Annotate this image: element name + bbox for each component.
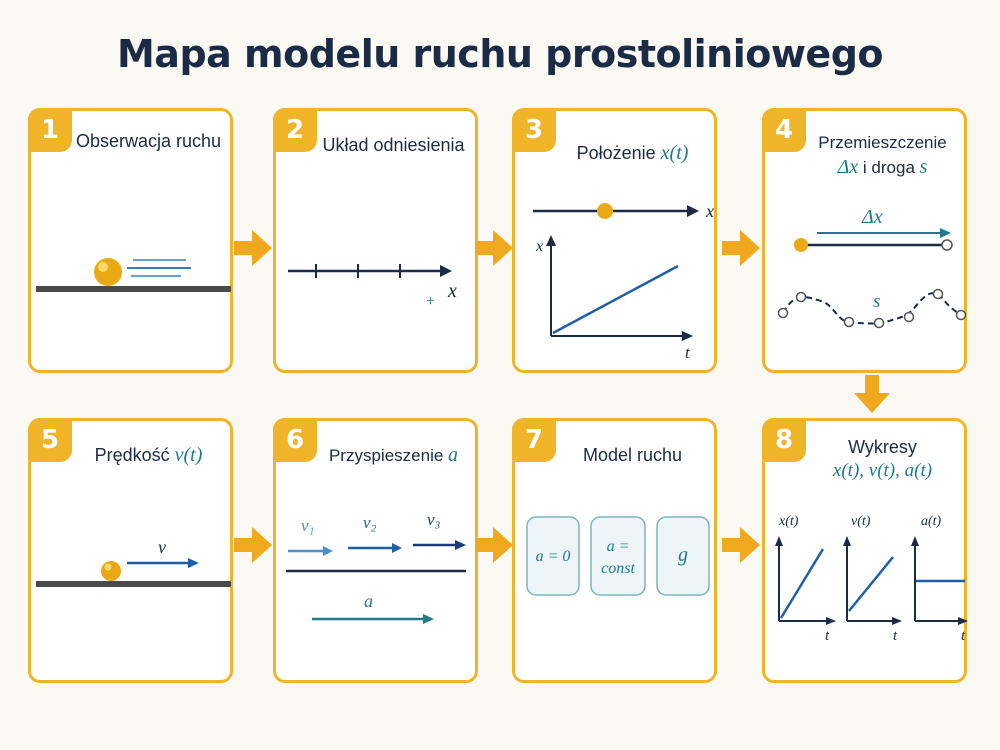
model-box-zero bbox=[526, 516, 580, 596]
step-title: Przyspieszenie a bbox=[320, 443, 467, 468]
step-title: Układ odniesienia bbox=[320, 133, 467, 157]
ball-icon bbox=[101, 561, 121, 581]
graph-y-label: x(t) bbox=[778, 514, 799, 529]
graph-y-label: x bbox=[535, 238, 543, 255]
acceleration-label: a bbox=[364, 591, 373, 611]
step-card-3: 3 Położenie x(t) x x t bbox=[512, 108, 717, 373]
step-number-badge: 3 bbox=[512, 108, 556, 152]
flow-arrow-right bbox=[234, 230, 272, 266]
velocity-label: v bbox=[158, 537, 166, 557]
step-title-text: Wykresy bbox=[848, 437, 917, 457]
step-card-2: 2 Układ odniesienia + x bbox=[273, 108, 478, 373]
step-title-math: x(t) bbox=[660, 142, 689, 164]
step-title-text: Układ odniesienia bbox=[322, 135, 465, 155]
step-card-1: 1 Obserwacja ruchu bbox=[28, 108, 233, 373]
graph-x-label: t bbox=[685, 343, 691, 362]
step-card-7: 7 Model ruchu a = 0 a = const g bbox=[512, 418, 717, 683]
reference-axis-illustration: + x bbox=[288, 264, 457, 310]
displacement-illustration: Δx s bbox=[777, 206, 967, 329]
displacement-label: Δx bbox=[861, 206, 883, 228]
step-title: Model ruchu bbox=[559, 443, 706, 467]
step-title-math: v(t) bbox=[174, 444, 203, 466]
axis-label: x bbox=[705, 201, 714, 221]
flow-arrow-right bbox=[722, 230, 760, 266]
step-title-text: Obserwacja ruchu bbox=[75, 131, 222, 151]
svg-text:a =: a = bbox=[607, 538, 630, 555]
flow-arrow-right bbox=[475, 230, 513, 266]
graph-x-label: t bbox=[893, 628, 898, 644]
graph-y-label: v(t) bbox=[851, 514, 871, 529]
step-card-4: 4 Przemieszczenie Δx i droga s Δx s bbox=[762, 108, 967, 373]
position-illustration: x x t bbox=[533, 201, 714, 362]
step-number-badge: 8 bbox=[762, 418, 806, 462]
ball-icon bbox=[597, 203, 613, 219]
step-title-text: Przemieszczenie bbox=[818, 133, 947, 152]
graphs-illustration: x(t) t v(t) t a(t) t bbox=[775, 514, 968, 644]
step-title-text: Model ruchu bbox=[582, 445, 683, 465]
flow-arrow-right bbox=[475, 527, 513, 563]
v2-label: v₂ bbox=[363, 513, 377, 532]
step-number-badge: 2 bbox=[273, 108, 317, 152]
step-number-badge: 1 bbox=[28, 108, 72, 152]
v1-label: v₁ bbox=[301, 516, 314, 535]
step-title-text: Przyspieszenie bbox=[328, 446, 444, 465]
model-box-const bbox=[590, 516, 646, 596]
step-title-math: a bbox=[448, 444, 459, 466]
step-title-text: Położenie bbox=[576, 143, 656, 163]
step-title-text: Prędkość bbox=[94, 445, 170, 465]
step-title-math: Δx bbox=[837, 156, 859, 178]
step-title: Położenie x(t) bbox=[559, 141, 706, 165]
svg-text:const: const bbox=[601, 560, 635, 577]
step-title-text: i droga bbox=[862, 158, 915, 177]
ball-icon bbox=[794, 238, 808, 252]
model-box-label: g bbox=[678, 544, 688, 566]
acceleration-illustration: v₁ v₂ v₃ a bbox=[286, 510, 466, 624]
step-number-badge: 6 bbox=[273, 418, 317, 462]
step-title: Prędkość v(t) bbox=[75, 443, 222, 467]
step-title: Wykresy x(t), v(t), a(t) bbox=[809, 435, 956, 483]
page-title: Mapa modelu ruchu prostoliniowego bbox=[116, 32, 884, 76]
step-title-math: x(t), v(t), a(t) bbox=[832, 460, 933, 481]
step-title-math: s bbox=[919, 156, 928, 178]
model-box-gravity bbox=[656, 516, 710, 596]
graph-y-label: a(t) bbox=[921, 514, 942, 529]
step-card-8: 8 Wykresy x(t), v(t), a(t) x(t) t v(t) t… bbox=[762, 418, 968, 683]
step-number-badge: 7 bbox=[512, 418, 556, 462]
v3-label: v₃ bbox=[427, 510, 441, 529]
step-number-badge: 5 bbox=[28, 418, 72, 462]
axis-label: x bbox=[447, 280, 457, 302]
path-label: s bbox=[873, 291, 880, 312]
graph-x-label: t bbox=[825, 628, 830, 644]
flow-arrow-right bbox=[234, 527, 272, 563]
step-title: Przemieszczenie Δx i droga s bbox=[809, 131, 956, 180]
motion-model-boxes: a = 0 a = const g bbox=[526, 516, 710, 596]
model-box-label: a = 0 bbox=[536, 548, 571, 565]
step-card-6: 6 Przyspieszenie a v₁ v₂ v₃ a bbox=[273, 418, 478, 683]
step-card-5: 5 Prędkość v(t) v bbox=[28, 418, 233, 683]
ball-icon bbox=[94, 258, 122, 286]
step-title: Obserwacja ruchu bbox=[75, 129, 222, 153]
flow-arrow-down bbox=[854, 375, 890, 413]
flow-arrow-right bbox=[722, 527, 760, 563]
plus-sign: + bbox=[426, 293, 435, 310]
step-number-badge: 4 bbox=[762, 108, 806, 152]
velocity-illustration: v bbox=[36, 537, 231, 587]
moving-ball-illustration bbox=[36, 258, 231, 292]
graph-x-label: t bbox=[961, 628, 966, 644]
